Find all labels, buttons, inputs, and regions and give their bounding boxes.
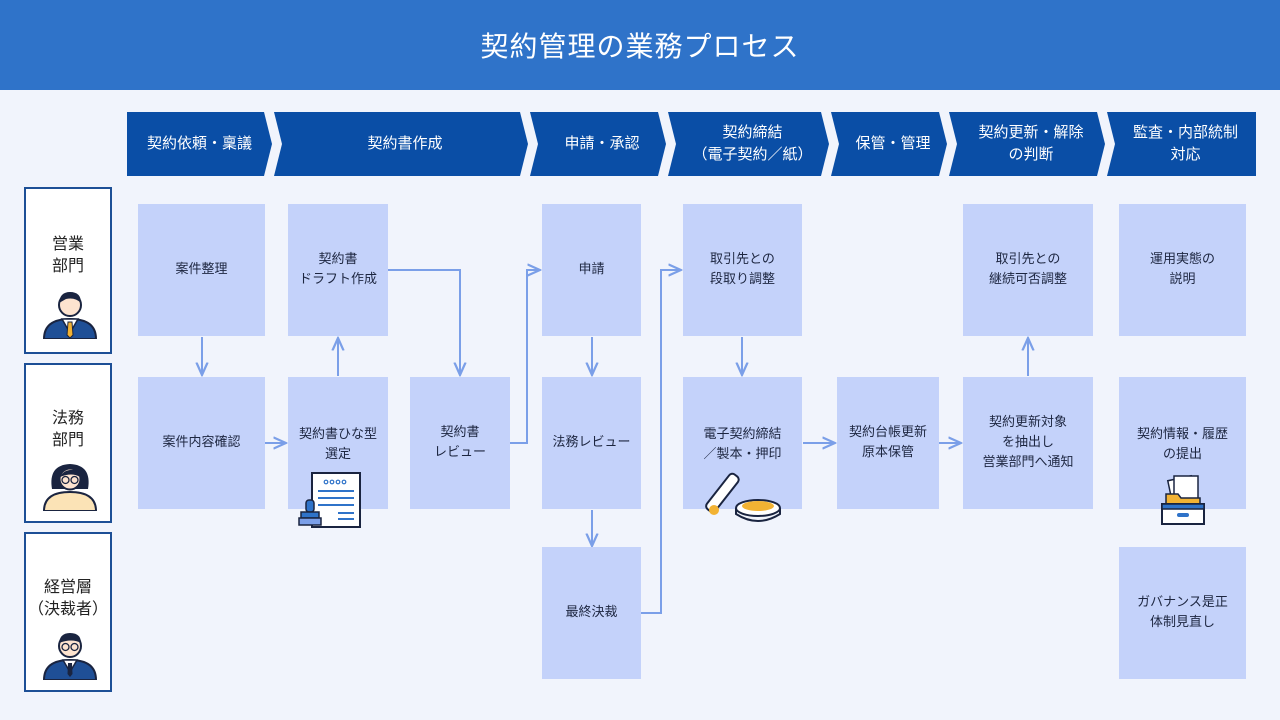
connector-draft-to-review (388, 269, 460, 375)
page-title: 契約管理の業務プロセス (0, 0, 1280, 90)
phase-label-7: 監査・内部統制 対応 (1132, 123, 1238, 163)
role-label-sales: 営業 部門 (51, 234, 84, 275)
step-saishu-kessai: 最終決裁 (542, 547, 641, 679)
step-shinsei: 申請 (542, 204, 641, 336)
connector-review-to-shinsei (510, 270, 540, 444)
step-dandori-chosei: 取引先との 段取り調整 (683, 204, 802, 336)
step-koshin-chushutsu: 契約更新対象 を抽出し 営業部門へ通知 (963, 377, 1093, 509)
file-box-icon (1161, 474, 1205, 525)
role-label-executive: 経営層 （決裁者） (27, 577, 108, 618)
phase-label-1: 契約依頼・稟議 (146, 134, 252, 153)
document-stamp-icon (298, 472, 361, 528)
executive-icon (42, 633, 98, 680)
step-denshi-teiketsu: 電子契約締結 ／製本・押印 (683, 377, 802, 509)
step-keizoku-chosei: 取引先との 継続可否調整 (963, 204, 1093, 336)
role-label-legal: 法務 部門 (51, 408, 84, 449)
phase-label-5: 保管・管理 (855, 134, 931, 153)
phase-chevron-7 (1107, 112, 1256, 176)
phase-label-4: 契約締結 （電子契約／紙） (692, 123, 813, 163)
phase-label-3: 申請・承認 (564, 134, 640, 153)
connector-kessai-to-dandori (641, 270, 681, 614)
step-governance: ガバナンス是正 体制見直し (1119, 547, 1246, 679)
role-executive: 経営層 （決裁者） (24, 532, 112, 692)
step-homu-review: 法務レビュー (542, 377, 641, 509)
phase-label-2: 契約書作成 (367, 134, 443, 153)
step-daicho-koshin: 契約台帳更新 原本保管 (837, 377, 939, 509)
male-staff-icon (42, 292, 98, 339)
phase-chevron-2 (274, 112, 528, 176)
step-anken-naiyo-kakunin: 案件内容確認 (138, 377, 265, 509)
female-staff-icon (42, 464, 98, 511)
phase-bar: 契約依頼・稟議 契約書作成 申請・承認 契約締結 （電子契約／紙） 保管・管理 … (127, 112, 1256, 176)
step-unyo-setsumei: 運用実態の 説明 (1119, 204, 1246, 336)
step-draft-sakusei: 契約書 ドラフト作成 (288, 204, 388, 336)
phase-chevron-3 (530, 112, 666, 176)
phase-chevron-1 (127, 112, 272, 176)
seal-stamp-icon (705, 472, 781, 522)
role-legal: 法務 部門 (24, 363, 112, 523)
role-sales: 営業 部門 (24, 187, 112, 354)
step-keiyakusho-review: 契約書 レビュー (410, 377, 510, 509)
phase-chevron-4 (668, 112, 829, 176)
phase-label-6: 契約更新・解除 の判断 (978, 123, 1084, 163)
phase-chevrons (127, 112, 1256, 176)
phase-chevron-6 (949, 112, 1105, 176)
phase-chevron-5 (831, 112, 947, 176)
step-anken-seiri: 案件整理 (138, 204, 265, 336)
